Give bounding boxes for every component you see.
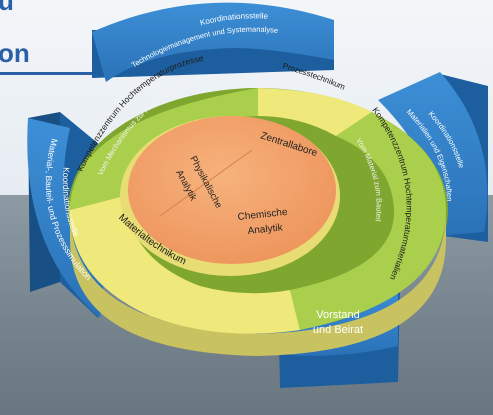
core-divider	[159, 149, 253, 217]
core-zentrallabore[interactable]	[128, 116, 336, 264]
sector-materialtechnikum[interactable]	[70, 196, 300, 334]
label-analytik-chemisch: Analytik	[247, 222, 284, 237]
segment-technologiemanagement[interactable]	[92, 2, 334, 82]
sector-kompetenz-hochtemperaturmaterialien[interactable]	[290, 112, 446, 330]
header-title-fragment: u	[0, 0, 14, 16]
label-chemische: Chemische	[237, 207, 288, 223]
label-vorstand: Vorstand	[316, 309, 359, 321]
label-und-beirat: und Beirat	[313, 324, 363, 336]
sector-prozesstechnikum[interactable]	[258, 88, 372, 136]
header-underline	[0, 72, 120, 75]
segment-materialien-eigenschaften[interactable]	[378, 72, 488, 236]
header-title: on	[0, 38, 30, 68]
